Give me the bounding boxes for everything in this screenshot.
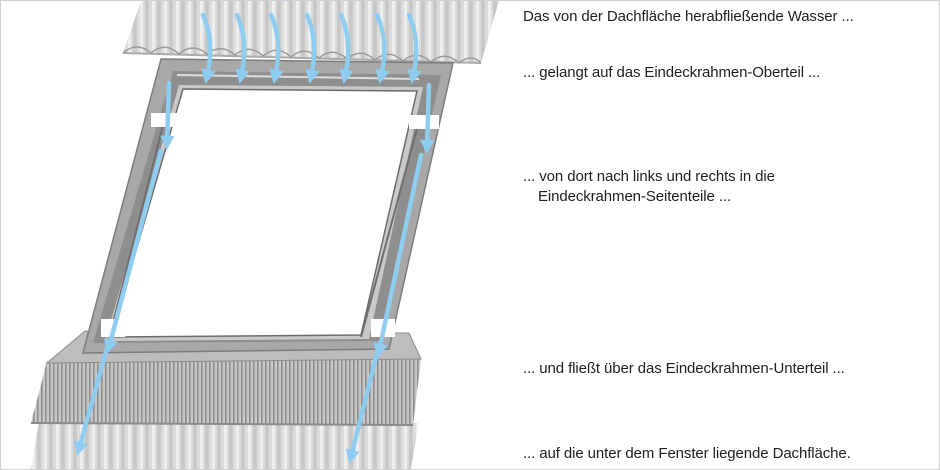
arrow-right-upper bbox=[420, 82, 435, 155]
water-flow-arrows bbox=[73, 12, 435, 464]
arrow-right-down bbox=[345, 342, 382, 464]
arrow-top-3 bbox=[268, 12, 284, 85]
arrow-top-6 bbox=[374, 12, 390, 85]
caption-bottom-flashing: ... und fließt über das Eindeckrahmen-Un… bbox=[523, 359, 845, 379]
arrow-left-down bbox=[73, 338, 112, 456]
bottom-flashing-apron bbox=[30, 359, 421, 426]
arrow-top-2 bbox=[234, 12, 250, 85]
caption-text: Eindeckrahmen-Seitenteile ... bbox=[538, 188, 732, 205]
arrow-top-4 bbox=[304, 12, 320, 85]
arrow-top-5 bbox=[338, 12, 354, 85]
roof-window-flashing-illustration bbox=[30, 1, 499, 469]
arrow-top-1 bbox=[200, 12, 216, 85]
arrow-left-side bbox=[103, 148, 164, 354]
caption-text: ... und fließt über das Eindeckrahmen-Un… bbox=[523, 360, 845, 377]
caption-text: ... gelangt auf das Eindeckrahmen-Oberte… bbox=[523, 64, 821, 81]
caption-top-flashing: ... gelangt auf das Eindeckrahmen-Oberte… bbox=[523, 63, 820, 83]
caption-text: Das von der Dachfläche herabfließende Wa… bbox=[523, 8, 854, 25]
window-flashing-frame bbox=[82, 58, 454, 354]
caption-roof-water: Das von der Dachfläche herabfließende Wa… bbox=[523, 7, 854, 27]
caption-text: ... von dort nach links und rechts in di… bbox=[523, 168, 775, 185]
caption-lower-roof: ... auf die unter dem Fenster liegende D… bbox=[523, 444, 851, 464]
arrow-right-side bbox=[373, 152, 424, 359]
arrow-top-7 bbox=[406, 12, 422, 85]
caption-text: ... auf die unter dem Fenster liegende D… bbox=[523, 445, 851, 462]
arrow-left-upper bbox=[160, 80, 175, 151]
lower-roof-sheet bbox=[31, 421, 419, 469]
caption-side-flashing: ... von dort nach links und rechts in di… bbox=[523, 167, 775, 207]
